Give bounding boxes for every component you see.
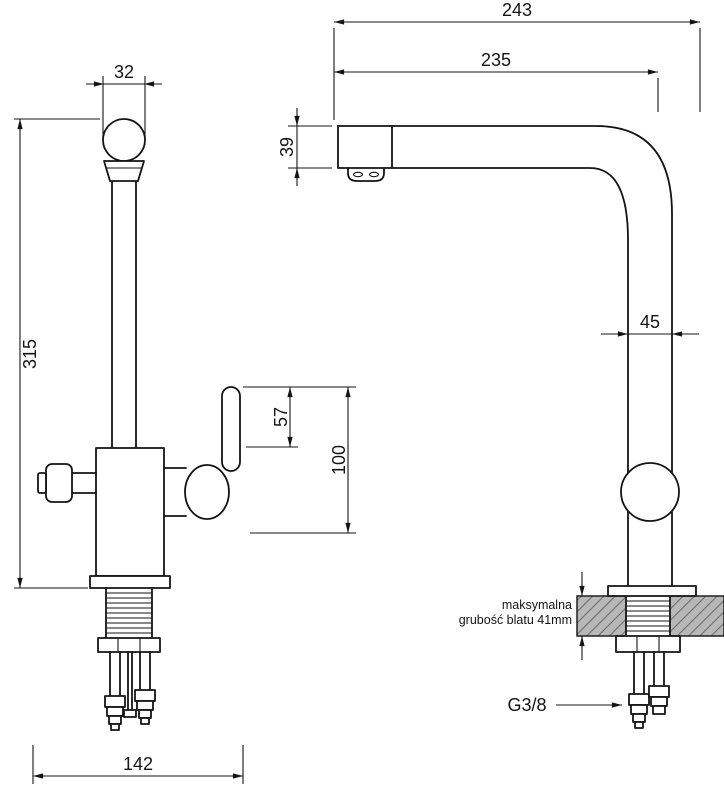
thread-spec-label: G3/8 xyxy=(507,695,546,715)
mixer-joint-connector xyxy=(163,467,187,517)
dim-label-head-width: 32 xyxy=(114,62,134,82)
mounting-nut-side xyxy=(615,635,681,653)
dim-lever-total-100: 100 xyxy=(250,387,356,534)
spout-outer-edge xyxy=(337,125,673,587)
supply-hose xyxy=(139,651,151,691)
dim-column-45: 45 xyxy=(601,312,699,337)
filter-lever-knob xyxy=(45,463,73,503)
dim-label-lever: 57 xyxy=(271,407,291,427)
dim-label-spout-tip: 39 xyxy=(277,137,297,157)
mixer-lever xyxy=(221,386,241,472)
mounting-stud xyxy=(127,651,133,711)
dim-head-width-32: 32 xyxy=(86,62,162,138)
front-view-outline xyxy=(37,118,241,731)
dim-base-depth-142: 142 xyxy=(32,745,244,784)
dim-label-base-depth: 142 xyxy=(123,754,153,774)
faucet-aerator xyxy=(103,160,145,182)
counter-note-line1: maksymalna xyxy=(502,598,572,612)
dim-label-total-height: 315 xyxy=(20,339,40,369)
dim-label-overall-depth: 243 xyxy=(502,0,532,20)
mixer-joint-side xyxy=(620,462,680,522)
thread-spec: G3/8 xyxy=(507,695,622,715)
dim-label-spout-reach: 235 xyxy=(481,50,511,70)
dim-overall-depth-243: 243 xyxy=(333,0,701,120)
dim-total-height-315: 315 xyxy=(14,118,100,589)
supply-hose-side xyxy=(653,651,665,687)
faucet-riser xyxy=(111,180,137,449)
dim-label-column-width: 45 xyxy=(640,312,660,332)
spout-inner-edge xyxy=(391,167,629,587)
counter-note-line2: grubość blatu 41mm xyxy=(459,613,572,627)
base-flange xyxy=(89,575,171,589)
dim-label-lever-total: 100 xyxy=(329,445,349,475)
spout-tip xyxy=(337,125,393,169)
dim-spout-tip-39: 39 xyxy=(277,108,332,186)
mixer-joint xyxy=(184,464,230,520)
mounting-nut xyxy=(97,637,161,653)
spout-aerator xyxy=(347,167,385,182)
supply-hose xyxy=(109,651,121,697)
faucet-head xyxy=(102,118,146,162)
faucet-body xyxy=(95,447,165,577)
countertop-note: maksymalna grubość blatu 41mm xyxy=(459,572,585,660)
base-flange-side xyxy=(607,585,697,597)
side-view-outline xyxy=(337,125,724,729)
dim-lever-57: 57 xyxy=(243,386,356,448)
dim-spout-reach-235: 235 xyxy=(334,50,659,112)
supply-hose-side xyxy=(633,651,645,695)
filter-lever-stem xyxy=(69,472,97,494)
